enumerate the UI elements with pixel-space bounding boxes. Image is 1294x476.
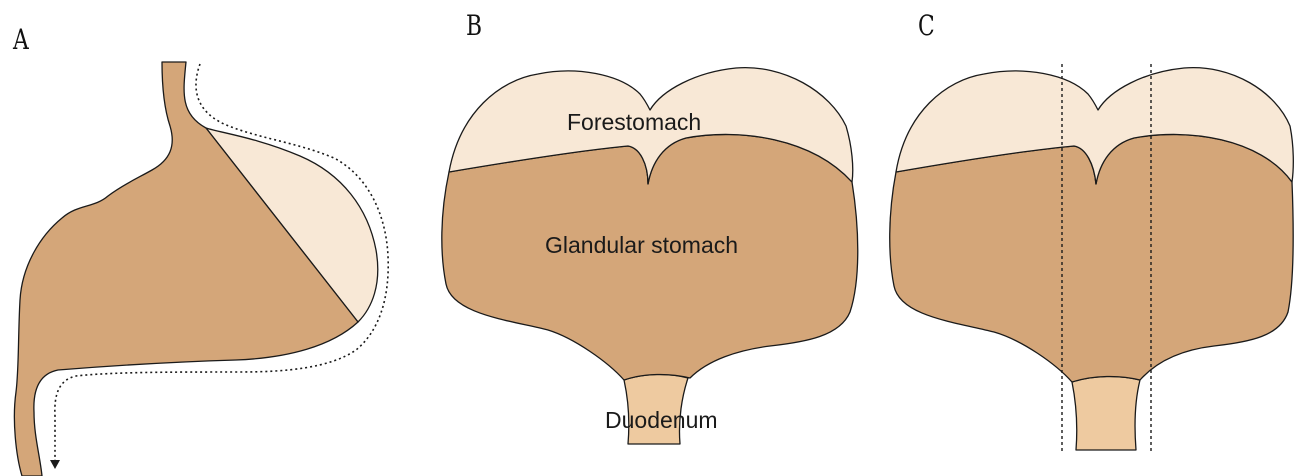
forestomach-label: Forestomach [567, 111, 701, 134]
panel-c-glandular-region [890, 134, 1293, 382]
duodenum-label: Duodenum [605, 409, 718, 432]
panel-a-letter: A [13, 26, 29, 54]
panel-c-duodenum-region [1072, 376, 1140, 450]
panel-a-flow-arrowhead [50, 460, 60, 469]
panel-a-glandular-region [14, 62, 358, 476]
panel-c-stomach-cut-view [890, 64, 1294, 452]
panel-b-letter: B [466, 12, 482, 40]
glandular-stomach-label: Glandular stomach [545, 234, 738, 257]
panel-a-stomach-side-view [14, 62, 388, 476]
panel-c-letter: C [918, 12, 935, 40]
